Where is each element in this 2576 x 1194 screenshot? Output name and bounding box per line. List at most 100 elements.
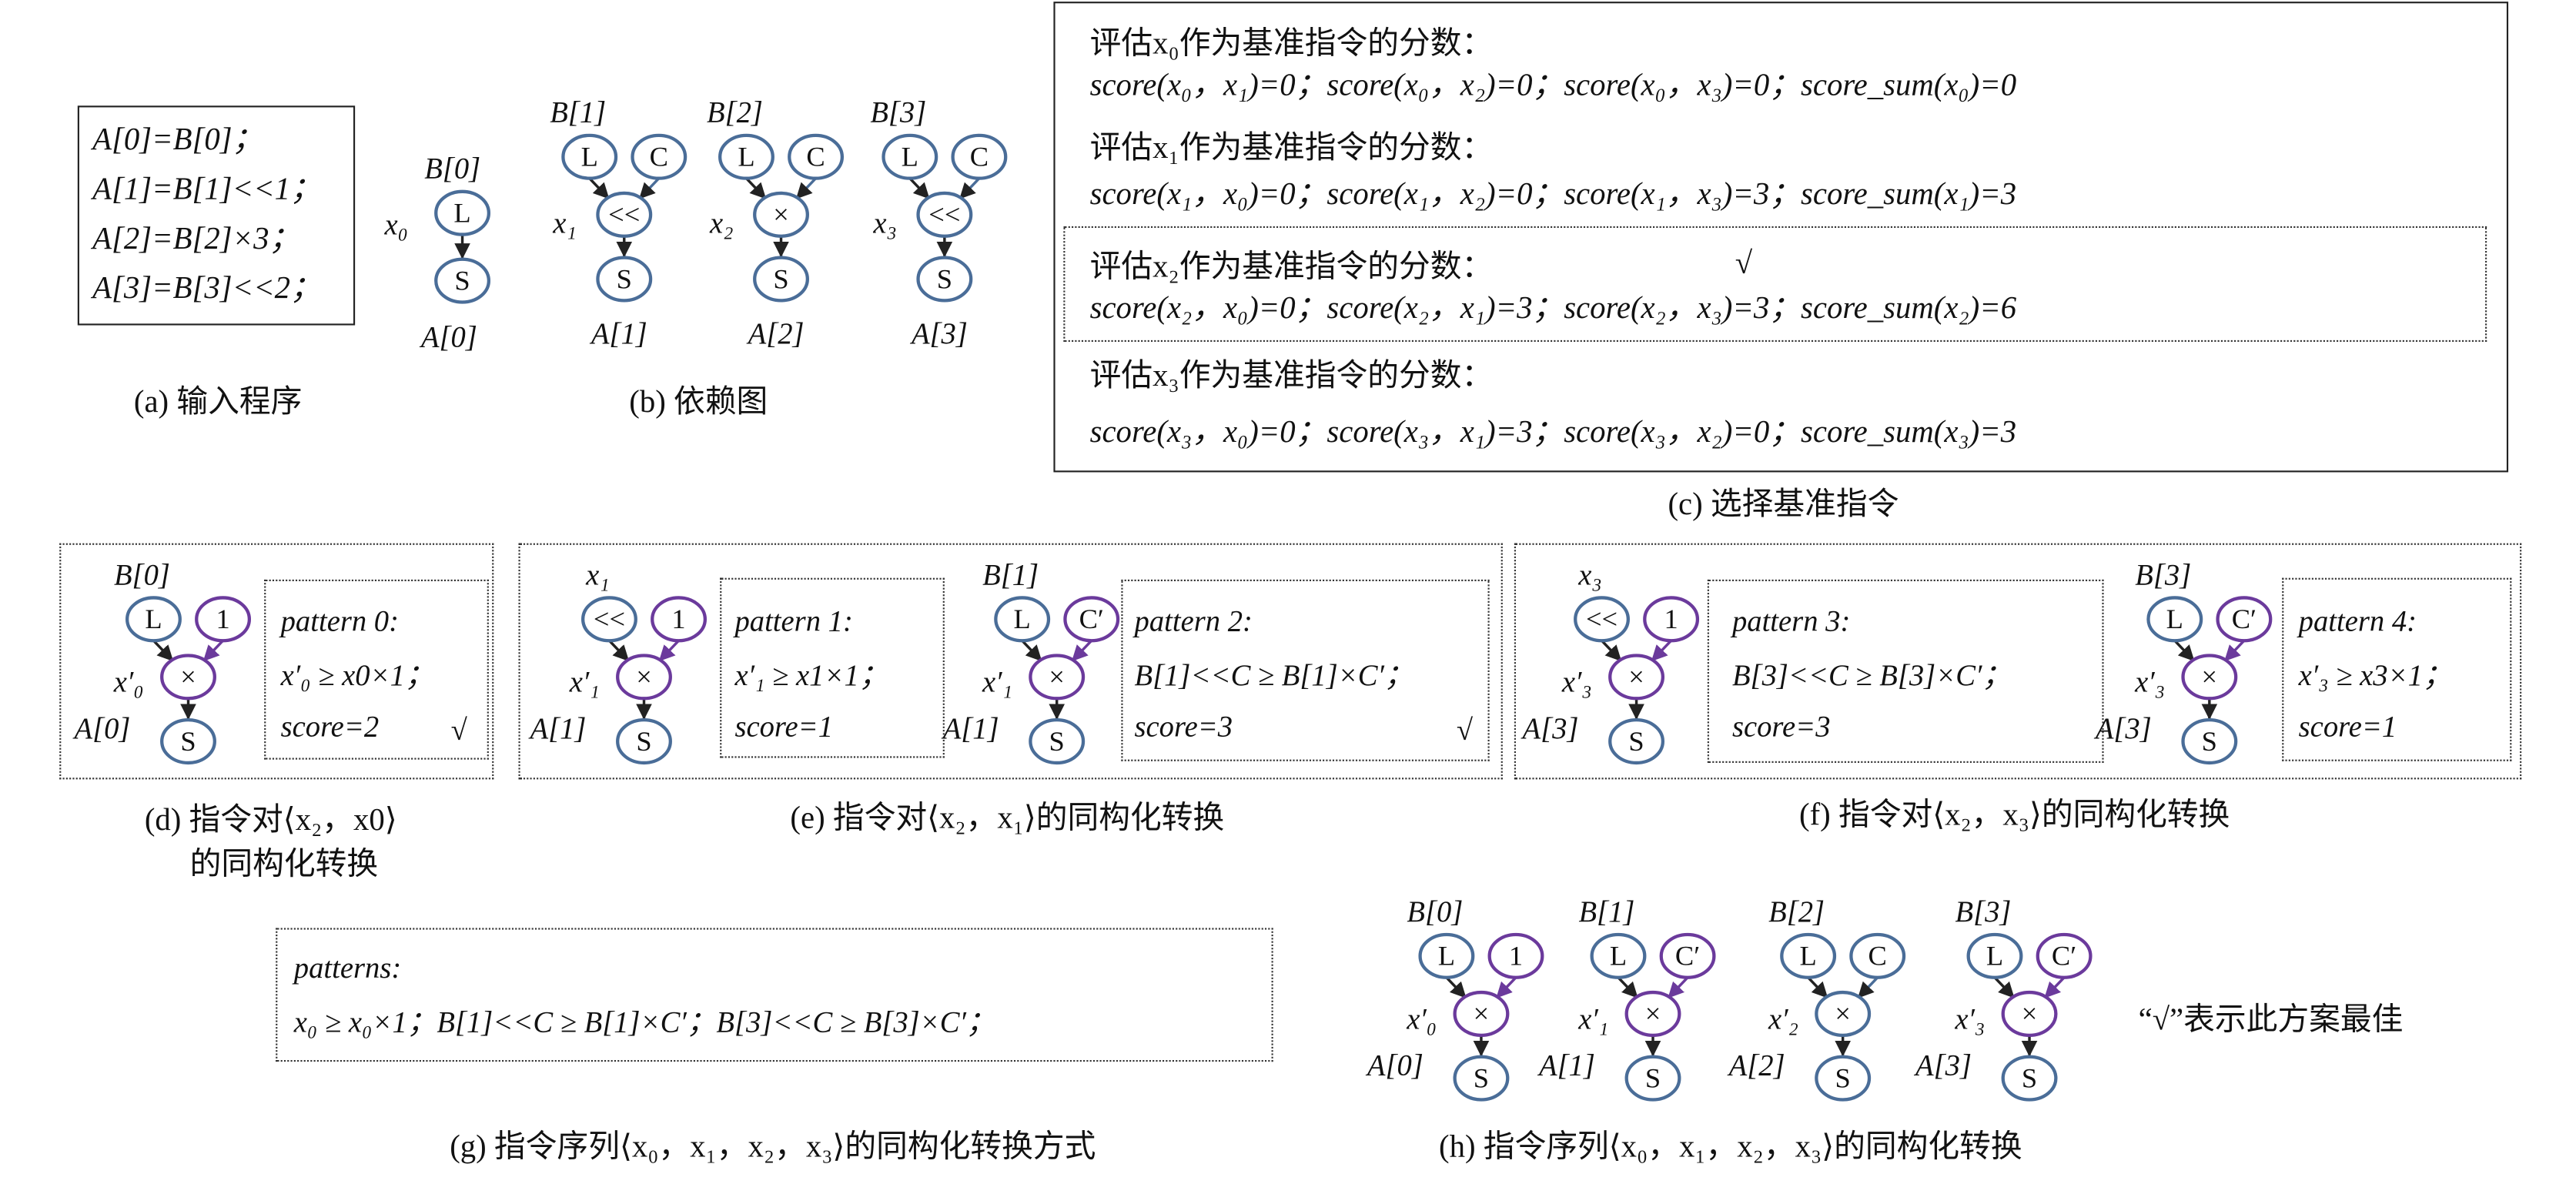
right-input-node-label: 1: [216, 603, 230, 635]
program-line: A[1]=B[1]<<1；: [92, 172, 322, 208]
instruction-label: x₁: [553, 206, 577, 240]
source-label: B[0]: [113, 557, 170, 591]
program-line: A[0]=B[0]；: [92, 122, 264, 158]
panel-f-box: [1514, 543, 2522, 780]
score-line: score(x₃，x₀)=0；score(x₃，x₁)=3；score(x₃，x…: [1089, 415, 2017, 450]
store-node: [916, 256, 973, 303]
left-input-node-label: L: [580, 141, 598, 173]
instruction-label: x′₀: [1407, 1002, 1437, 1035]
right-input-node-label: C: [806, 141, 825, 173]
selected-candidate-box: [1063, 226, 2487, 342]
score-line: score(x₀，x₁)=0；score(x₀，x₂)=0；score(x₀，x…: [1089, 69, 2017, 104]
right-input-node-label: C′: [2231, 603, 2257, 635]
right-input-node-label: C: [969, 141, 989, 173]
check-mark: √: [1456, 713, 1474, 747]
dependency-arrow: [1021, 640, 1042, 662]
source-label: B[3]: [2135, 557, 2192, 591]
dependency-arrow: [2044, 976, 2066, 998]
pattern-rule: x′₁ ≥ x1×1；: [734, 658, 889, 692]
pattern-score: score=1: [734, 710, 834, 744]
operation-node-label: ×: [1835, 998, 1851, 1030]
caption-b: (b) 依赖图: [629, 385, 768, 420]
operation-node-label: <<: [608, 199, 641, 231]
right-input-node: [788, 133, 845, 180]
operation-node: [596, 191, 653, 238]
store-node-label: S: [2021, 1062, 2038, 1094]
right-input-node-label: C′: [1079, 603, 1104, 635]
operation-node-label: ×: [180, 661, 196, 693]
target-label: A[0]: [74, 711, 131, 745]
operation-node: [160, 654, 216, 701]
operation-node: [916, 191, 973, 238]
dependency-arrow: [1617, 976, 1638, 998]
source-label: B[1]: [982, 557, 1039, 591]
pattern-score: score=3: [1731, 710, 1831, 744]
left-input-node: [1574, 596, 1630, 643]
left-input-node-label: L: [2166, 603, 2183, 635]
caption-d: 的同构化转换: [189, 848, 379, 883]
target-label: A[3]: [1522, 711, 1579, 745]
source-label: B[0]: [1407, 895, 1464, 928]
load-node: [434, 189, 491, 236]
source-label: B[2]: [1768, 895, 1825, 928]
operation-node-label: ×: [2021, 998, 2038, 1030]
operation-node-label: ×: [1628, 661, 1644, 693]
store-node: [1608, 718, 1665, 765]
dependency-arrow: [959, 177, 981, 199]
pattern-box: [720, 577, 945, 758]
patterns-box: [276, 928, 1273, 1062]
left-input-node: [994, 596, 1051, 643]
pattern-rule: x′₀ ≥ x0×1；: [280, 658, 435, 692]
store-node: [160, 718, 216, 765]
target-label: A[1]: [530, 711, 587, 745]
dependency-arrow: [658, 640, 680, 662]
target-label: A[3]: [2095, 711, 2152, 745]
dependency-arrow: [608, 640, 630, 662]
instruction-label: x′₁: [982, 665, 1013, 699]
store-node: [2001, 1055, 2058, 1102]
pattern-rule: B[1]<<C ≥ B[1]×C′；: [1134, 658, 1414, 692]
target-label: A[1]: [590, 316, 647, 350]
panel-d-box: [59, 543, 494, 780]
load-node-label: L: [453, 197, 471, 229]
target-label: A[2]: [748, 316, 805, 350]
left-input-node-label: L: [145, 603, 162, 635]
left-input-node: [561, 133, 618, 180]
dependency-arrow: [1857, 976, 1878, 998]
source-label: B[0]: [424, 152, 481, 186]
source-label: B[2]: [706, 95, 763, 129]
target-label: A[0]: [420, 320, 477, 354]
base-selection-box: [1053, 2, 2509, 473]
instruction-label: x₂: [710, 206, 734, 240]
pattern-title: pattern 0:: [280, 604, 399, 637]
operation-node: [616, 654, 672, 701]
left-input-node-label: L: [1609, 940, 1628, 972]
left-input-node: [718, 133, 774, 180]
pattern-title: pattern 3:: [1731, 604, 1851, 637]
dependency-arrow: [152, 640, 174, 662]
input-program-box: [77, 105, 356, 326]
operation-node: [2181, 654, 2238, 701]
store-node: [1624, 1055, 1681, 1102]
caption-e: (e) 指令对⟨x₂，x₁⟩的同构化转换: [790, 801, 1225, 837]
dependency-arrow: [1651, 640, 1672, 662]
store-node-label: S: [454, 265, 470, 297]
operation-node-label: ×: [2201, 661, 2218, 693]
pattern-score: score=1: [2298, 710, 2397, 744]
eval-heading: 评估x₃作为基准指令的分数：: [1089, 359, 1494, 394]
left-input-node: [580, 596, 637, 643]
left-input-node-label: L: [738, 141, 755, 173]
right-input-node: [631, 133, 687, 180]
store-node-label: S: [1628, 725, 1644, 758]
operation-node: [1624, 990, 1681, 1037]
store-node: [434, 257, 491, 304]
left-input-node-label: L: [1013, 603, 1031, 635]
instruction-label: x₃: [873, 206, 897, 240]
operation-node-label: ×: [1644, 998, 1661, 1030]
target-label: A[1]: [1539, 1048, 1595, 1082]
caption-g: (g) 指令序列⟨x₀，x₁，x₂，x₃⟩的同构化转换方式: [450, 1130, 1096, 1166]
pattern-score: score=2: [280, 710, 380, 744]
dependency-arrow: [1601, 640, 1622, 662]
target-label: A[3]: [911, 316, 968, 350]
pattern-rule: x′₃ ≥ x3×1；: [2298, 658, 2453, 692]
